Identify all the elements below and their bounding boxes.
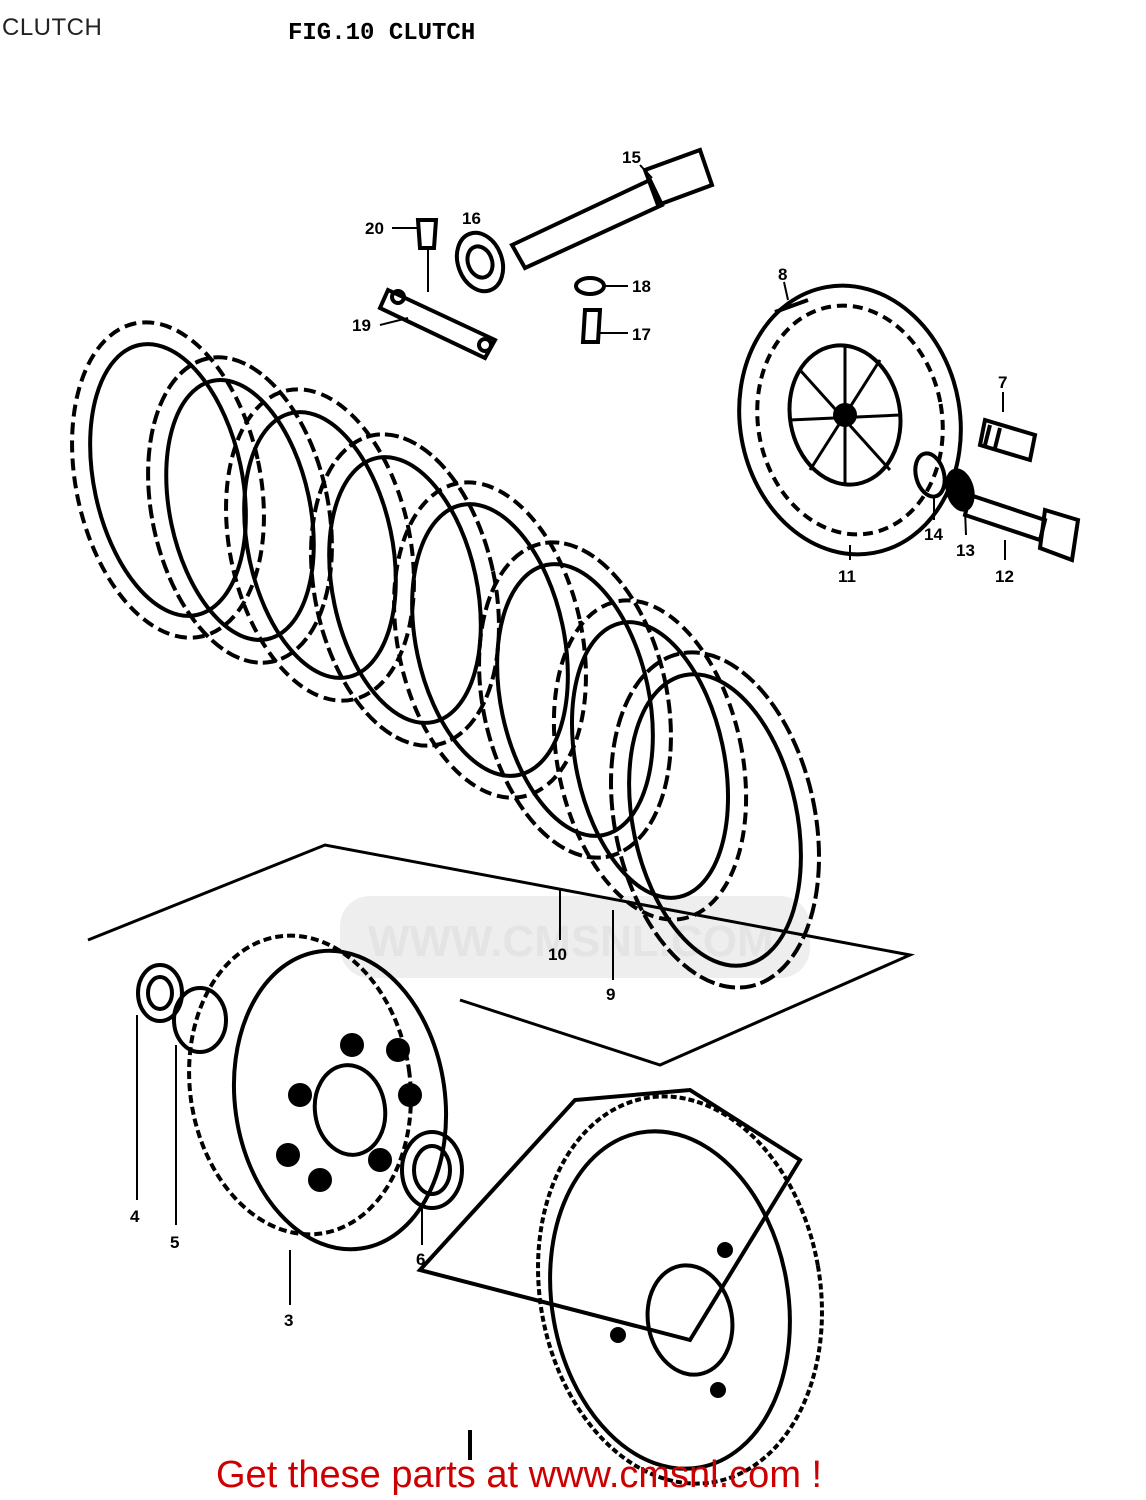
callout-20: 20: [365, 219, 384, 238]
callout-numbers: 20 16 15 18 17 19 8 7 14 13 12 11 10 9 4…: [130, 148, 1014, 1330]
primary-driven-gear-housing: [416, 1087, 824, 1486]
clutch-plate-stack: [70, 320, 822, 990]
callout-15: 15: [622, 148, 641, 167]
cmsnl-parts-link[interactable]: Get these parts at www.cmsnl.com !: [216, 1454, 823, 1496]
page-title: CLUTCH: [2, 14, 103, 41]
callout-18: 18: [632, 277, 651, 296]
callout-12: 12: [995, 567, 1014, 586]
watermark: WWW.CMSNL.COM: [340, 896, 810, 978]
callout-17: 17: [632, 325, 651, 344]
callout-10: 10: [548, 945, 567, 964]
callout-8: 8: [778, 265, 787, 284]
callout-4: 4: [130, 1207, 140, 1226]
callout-7: 7: [998, 373, 1007, 392]
callout-5: 5: [170, 1233, 179, 1252]
washers: [136, 963, 464, 1210]
callout-3: 3: [284, 1311, 293, 1330]
plate-group-outline: [87, 843, 916, 1067]
callout-6: 6: [416, 1250, 425, 1269]
callout-16: 16: [462, 209, 481, 228]
spring-and-bolt-parts: [774, 298, 1081, 563]
callout-9: 9: [606, 985, 615, 1004]
callout-19: 19: [352, 316, 371, 335]
callout-13: 13: [956, 541, 975, 560]
figure-title: FIG.10 CLUTCH: [288, 20, 476, 47]
callout-11: 11: [838, 567, 856, 586]
clutch-sleeve-hub: [187, 933, 449, 1252]
callout-14: 14: [924, 525, 943, 544]
leader-lines: [136, 164, 1006, 1305]
release-mechanism: [377, 147, 715, 361]
